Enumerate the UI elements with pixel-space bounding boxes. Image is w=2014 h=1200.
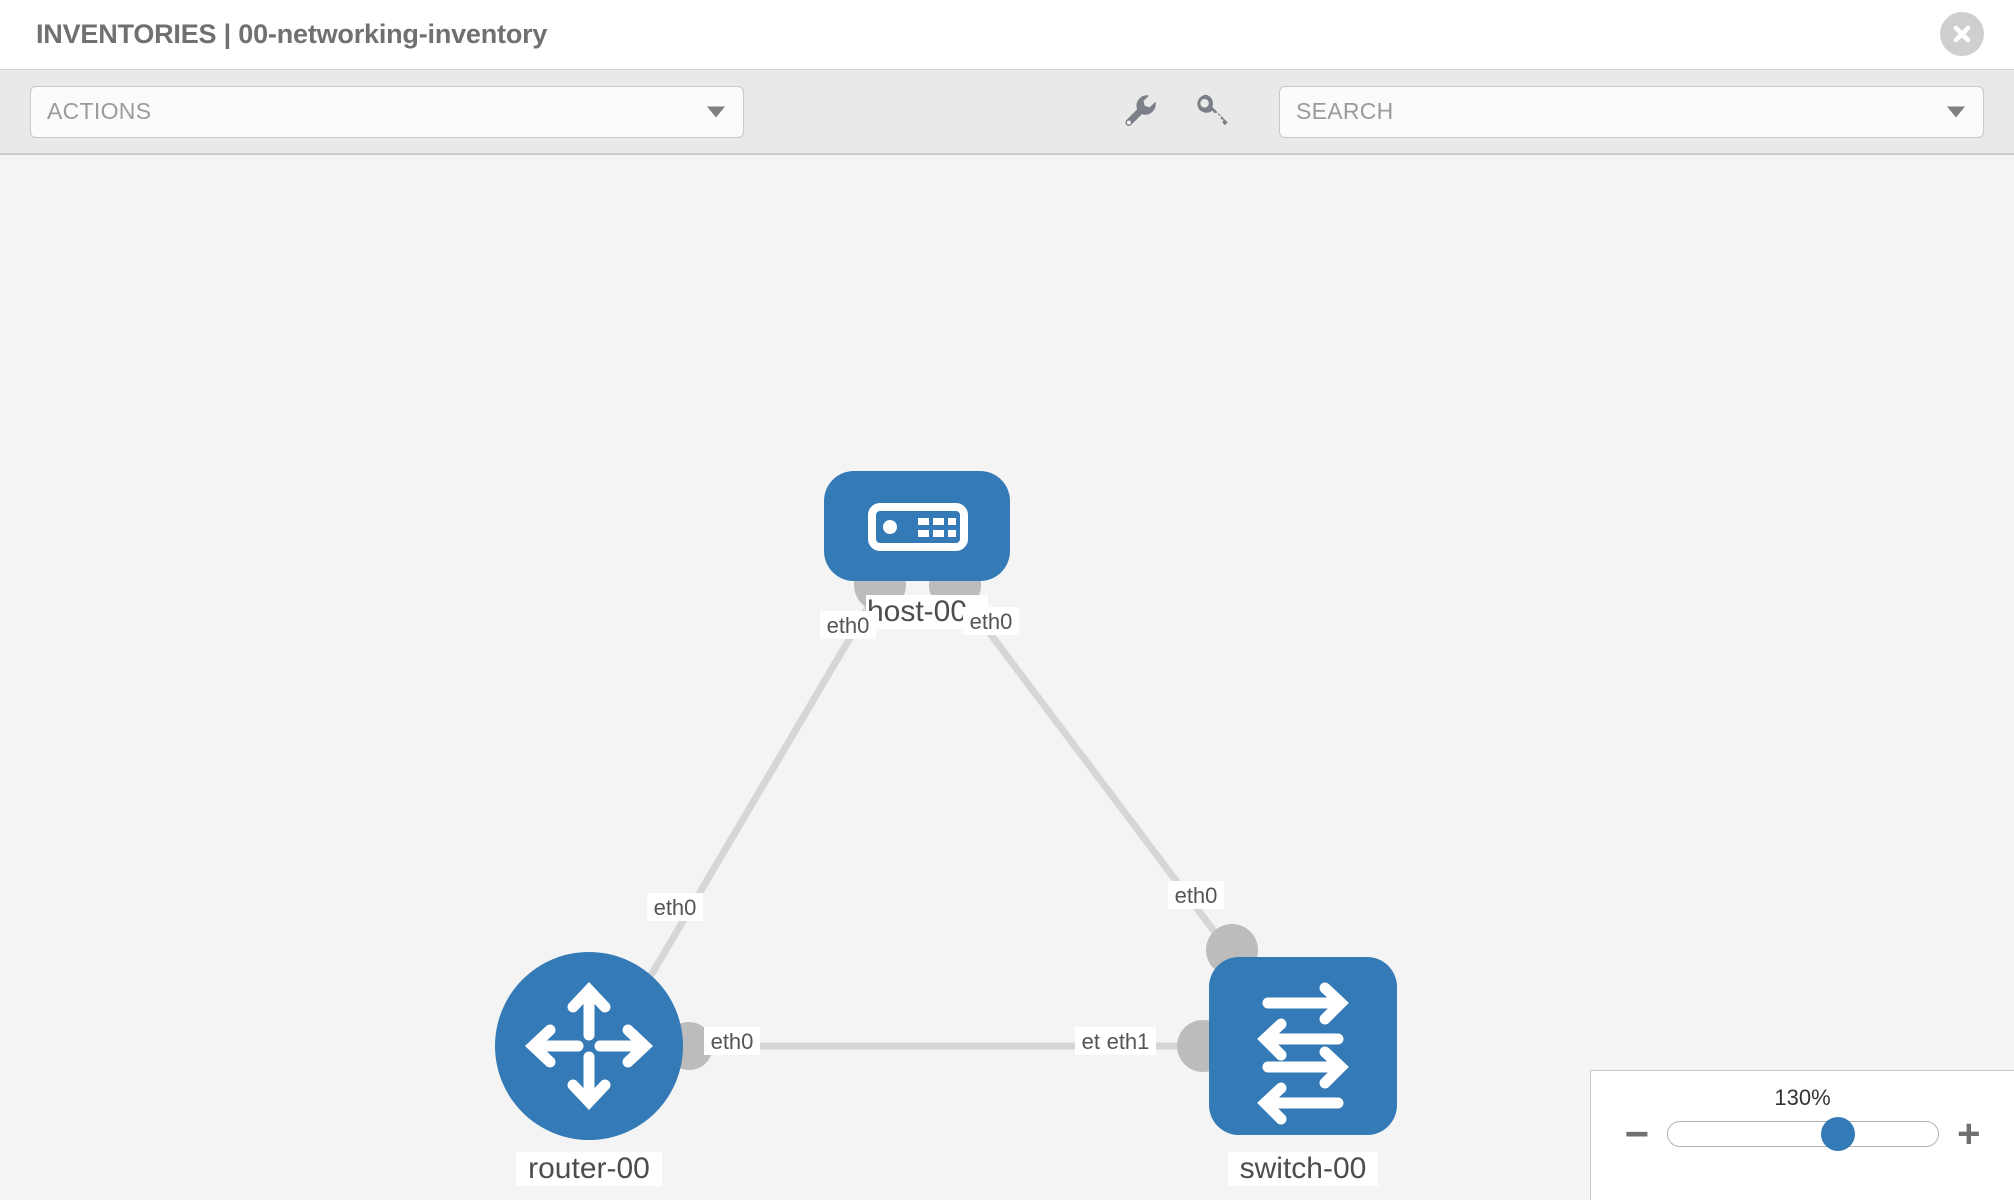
svg-text:eth0: eth0 — [711, 1029, 754, 1054]
zoom-in-button[interactable]: + — [1957, 1112, 1981, 1156]
topology-graph[interactable]: host-00 router-00 — [0, 155, 2014, 1200]
svg-text:eth0: eth0 — [1175, 883, 1218, 908]
zoom-slider-track[interactable] — [1667, 1117, 1940, 1151]
iface-label-router00-eth0-uplink: eth0 — [647, 893, 703, 921]
node-label-router-00: router-00 — [528, 1152, 650, 1185]
iface-label-host00-eth0-right: eth0 — [963, 607, 1019, 635]
page-header: INVENTORIES | 00-networking-inventory — [0, 0, 2014, 69]
svg-text:eth1: eth1 — [1107, 1029, 1150, 1054]
server-device-icon — [868, 503, 968, 551]
iface-label-switch00-eth0-uplink: eth0 — [1168, 881, 1224, 909]
page-title: INVENTORIES | 00-networking-inventory — [36, 19, 548, 49]
iface-label-switch00-eth1: eth1 — [1100, 1027, 1156, 1055]
router-arrows-icon — [524, 981, 654, 1111]
actions-dropdown[interactable]: ACTIONS — [30, 85, 744, 138]
iface-label-router00-eth0: eth0 — [704, 1027, 760, 1055]
zoom-level-value: 130% — [1774, 1085, 1831, 1110]
chevron-down-icon — [706, 106, 725, 117]
search-placeholder: SEARCH — [1295, 98, 1394, 124]
zoom-out-button[interactable]: − — [1624, 1110, 1650, 1157]
node-label-switch-00: switch-00 — [1240, 1152, 1367, 1185]
search-input[interactable]: SEARCH — [1278, 85, 1984, 138]
toolbar-icon-group — [1119, 89, 1231, 134]
iface-label-host00-eth0-left: eth0 — [820, 611, 876, 639]
svg-text:eth0: eth0 — [827, 613, 870, 638]
zoom-control-panel: 130% − + — [1590, 1070, 2014, 1200]
close-icon[interactable] — [1940, 12, 1984, 56]
zoom-slider-row: − + — [1591, 1110, 2014, 1157]
topology-canvas[interactable]: host-00 router-00 — [0, 155, 2014, 1200]
svg-text:eth0: eth0 — [970, 609, 1013, 634]
key-icon[interactable] — [1191, 89, 1231, 134]
node-host-00[interactable]: host-00 — [824, 471, 1010, 629]
svg-text:eth0: eth0 — [654, 895, 697, 920]
chevron-down-icon — [1947, 106, 1965, 117]
actions-dropdown-label: ACTIONS — [47, 98, 152, 124]
toolbar: ACTIONS SEARCH — [0, 69, 2014, 155]
switch-arrows-icon — [1257, 982, 1349, 1125]
node-router-00[interactable]: router-00 — [495, 952, 683, 1186]
zoom-slider-thumb[interactable] — [1821, 1117, 1856, 1151]
wrench-icon[interactable] — [1119, 89, 1159, 134]
node-label-host-00: host-00 — [867, 595, 967, 628]
node-switch-00[interactable]: switch-00 — [1209, 957, 1397, 1186]
